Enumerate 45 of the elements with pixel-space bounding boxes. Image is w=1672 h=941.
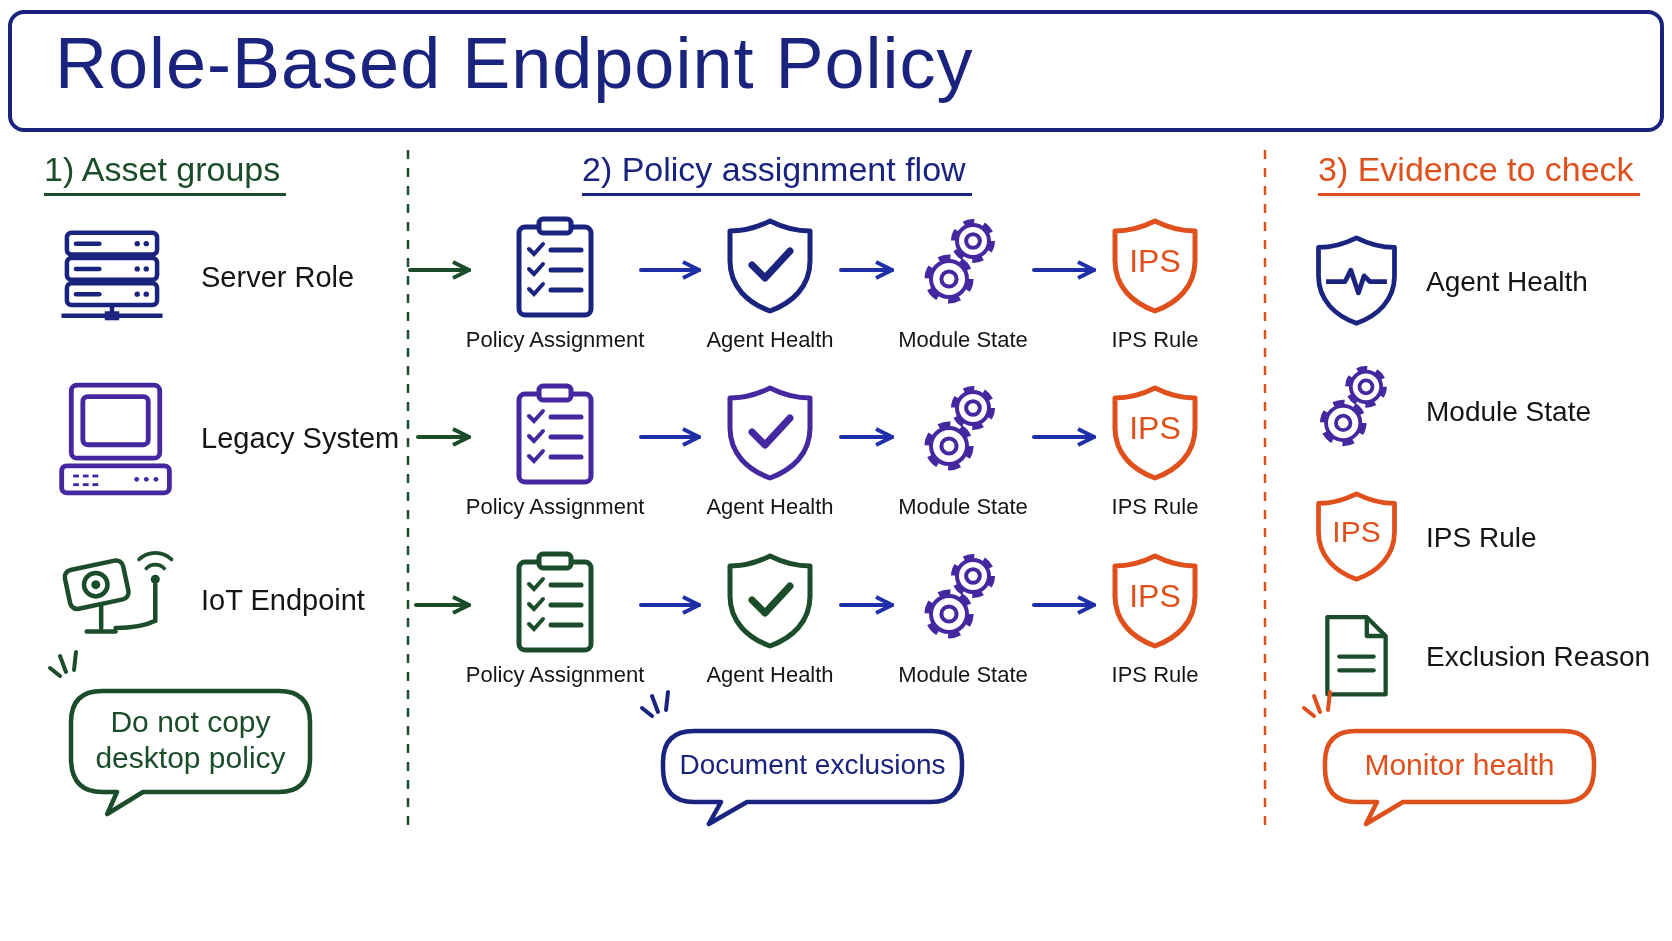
title: Role-Based Endpoint Policy: [55, 22, 974, 104]
node-label: Agent Health: [706, 327, 834, 353]
node-label: IPS Rule: [1426, 522, 1537, 554]
node-label: Legacy System: [201, 421, 400, 454]
arrow: [414, 595, 471, 615]
node-label: Policy Assignment: [465, 327, 645, 353]
bubble-text: Document exclusions: [678, 748, 947, 782]
node-label: Policy Assignment: [465, 662, 645, 688]
arrow: [1032, 595, 1096, 615]
arrow: [639, 427, 701, 447]
speech-bubble: [1322, 728, 1597, 826]
node-label: Agent Health: [706, 494, 834, 520]
shield-text: IPS: [1129, 409, 1181, 447]
bubble-text: Do not copy desktop policy: [94, 704, 287, 776]
node-label: Module State: [898, 662, 1028, 688]
node-label: Module State: [1426, 396, 1591, 428]
shield-text: IPS: [1332, 515, 1381, 549]
shield-text: IPS: [1129, 242, 1181, 280]
speech-bubble: [660, 728, 965, 826]
node-label: Exclusion Reason: [1426, 641, 1651, 673]
shield-text: IPS: [1129, 577, 1181, 615]
node-label: Server Role: [201, 260, 355, 294]
section-heading: 1) Asset groups: [44, 150, 287, 196]
node-label: IPS Rule: [1111, 327, 1199, 353]
arrow: [639, 595, 701, 615]
node-label: Module State: [898, 494, 1028, 520]
arrow: [839, 427, 894, 447]
arrow: [839, 260, 894, 280]
arrow: [1032, 427, 1096, 447]
speech-bubble: [68, 688, 313, 816]
arrow: [839, 595, 894, 615]
node-label: Agent Health: [706, 662, 834, 688]
node-label: IPS Rule: [1111, 494, 1199, 520]
node-label: Agent Health: [1426, 266, 1588, 298]
node-label: Policy Assignment: [465, 494, 645, 520]
arrow: [416, 427, 471, 447]
node-label: Module State: [898, 327, 1028, 353]
bubble-text: Monitor health: [1363, 747, 1556, 783]
node-label: IoT Endpoint: [201, 583, 365, 617]
arrow: [1032, 260, 1096, 280]
section-heading: 2) Policy assignment flow: [582, 150, 972, 196]
node-label: IPS Rule: [1111, 662, 1199, 688]
section-heading: 3) Evidence to check: [1318, 150, 1640, 196]
arrow: [408, 260, 471, 280]
arrow: [639, 260, 701, 280]
